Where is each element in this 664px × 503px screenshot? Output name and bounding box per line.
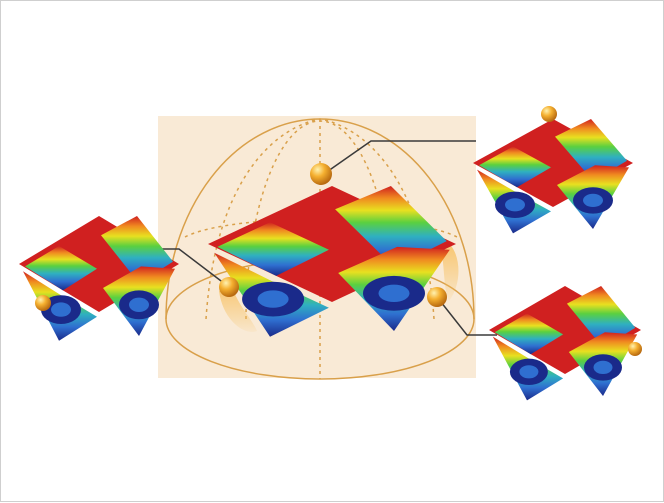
node-left-landscape-ball: [35, 295, 51, 311]
left-landscape: [19, 216, 179, 341]
bottom-right-landscape: [489, 286, 641, 401]
node-right-ball: [427, 287, 447, 307]
top-right-landscape: [473, 119, 633, 234]
node-bottom-right-ball: [628, 342, 642, 356]
node-top-ball: [310, 163, 332, 185]
node-top-right-ball: [541, 106, 557, 122]
node-left-ball: [219, 277, 239, 297]
